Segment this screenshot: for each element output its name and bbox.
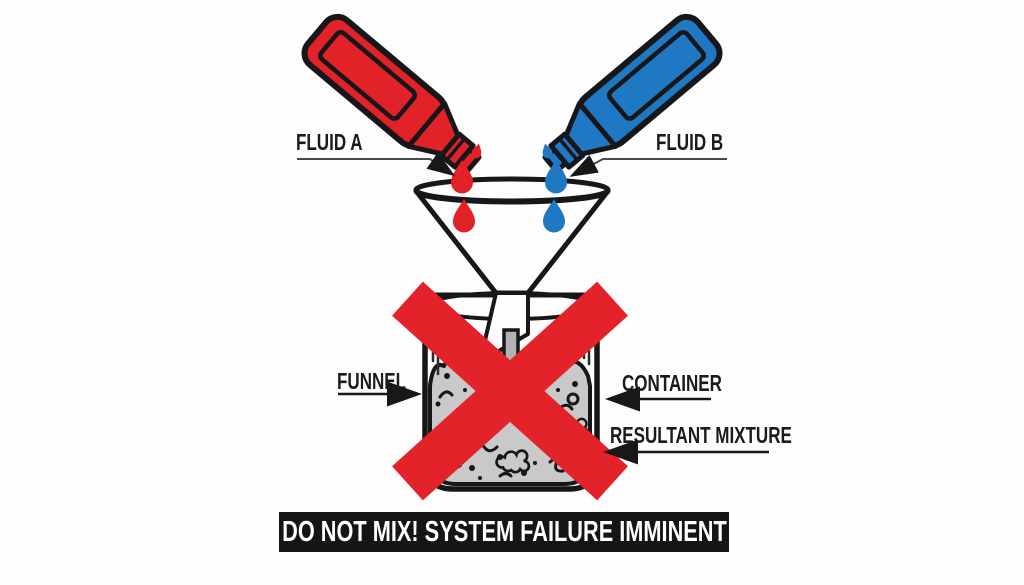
fluid-a-bottle bbox=[301, 13, 482, 174]
leader-lines bbox=[297, 152, 769, 465]
funnel-cone bbox=[413, 188, 611, 296]
fluid-a-label-text: FLUID A bbox=[296, 129, 363, 155]
funnel-shape bbox=[413, 176, 611, 296]
bottle-label-panel bbox=[318, 30, 417, 121]
funnel-label: FUNNEL bbox=[337, 370, 430, 393]
warning-banner: DO NOT MIX! SYSTEM FAILURE IMMINENT bbox=[279, 512, 729, 552]
fluid-b-label: FLUID B bbox=[656, 131, 747, 154]
prohibition-x-icon bbox=[392, 281, 628, 501]
fluid-b-bottle bbox=[542, 13, 723, 174]
warning-banner-text: DO NOT MIX! SYSTEM FAILURE IMMINENT bbox=[281, 515, 727, 548]
bottle-label-panel bbox=[607, 30, 706, 121]
resultant-mixture-label: RESULTANT MIXTURE bbox=[610, 424, 856, 447]
fluid-b-label-text: FLUID B bbox=[656, 129, 724, 155]
fluid-a-leader-line bbox=[297, 152, 456, 177]
container-label: CONTAINER bbox=[622, 372, 757, 395]
container-label-text: CONTAINER bbox=[622, 370, 722, 396]
funnel-label-text: FUNNEL bbox=[337, 368, 407, 394]
resultant-mixture-label-text: RESULTANT MIXTURE bbox=[610, 422, 792, 448]
fluid-b-leader-line bbox=[569, 154, 727, 177]
fluid-a-label: FLUID A bbox=[296, 131, 386, 154]
